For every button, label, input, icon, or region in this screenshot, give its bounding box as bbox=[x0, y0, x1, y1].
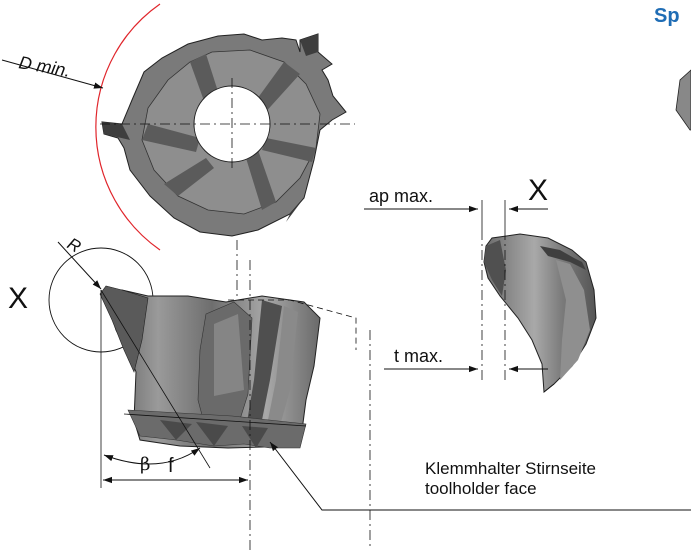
t-max-label: t max. bbox=[394, 346, 443, 366]
f-label: f bbox=[168, 455, 174, 477]
d-min-leader bbox=[1, 59, 104, 89]
ap-max-label: ap max. bbox=[369, 186, 433, 206]
detail-view-x-label: X bbox=[528, 174, 548, 207]
radius-leader bbox=[57, 241, 102, 290]
beta-label: β bbox=[140, 454, 150, 475]
radius-label: R bbox=[64, 234, 84, 257]
cropped-insert-edge bbox=[675, 69, 691, 131]
toolholder-face-de: Klemmhalter Stirnseite bbox=[425, 459, 596, 478]
insert-top-view bbox=[95, 3, 355, 251]
side-view-x-label: X bbox=[8, 282, 28, 315]
insert-detail-x bbox=[483, 233, 597, 393]
toolholder-face-en: toolholder face bbox=[425, 479, 537, 498]
beta-arc bbox=[103, 447, 201, 465]
insert-side-view bbox=[48, 240, 371, 550]
section-heading: Sp bbox=[654, 5, 680, 27]
toolholder-face-leader bbox=[269, 441, 691, 511]
min-diameter-arc bbox=[95, 3, 161, 251]
